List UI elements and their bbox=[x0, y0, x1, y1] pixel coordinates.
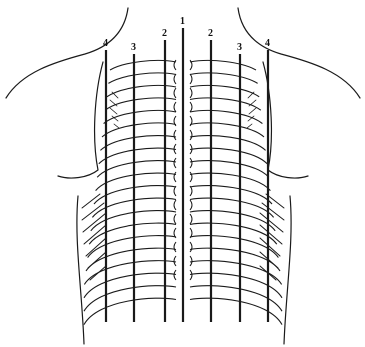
rib bbox=[190, 73, 258, 83]
right-shoulder-blade-outline bbox=[263, 62, 308, 178]
ribs-left bbox=[84, 60, 176, 324]
hatch-mark bbox=[110, 92, 119, 128]
line-labels: 4 3 2 1 2 3 4 bbox=[103, 16, 270, 53]
right-flank-outline bbox=[284, 196, 291, 344]
rib-fan-stroke bbox=[83, 213, 106, 232]
line-label-right-4: 4 bbox=[265, 38, 270, 49]
line-label-left-3: 3 bbox=[131, 42, 136, 53]
rib bbox=[190, 186, 272, 204]
rib-fan-stroke bbox=[86, 238, 106, 256]
rib bbox=[190, 123, 264, 137]
left-shoulder-blade-outline bbox=[58, 62, 103, 178]
hatch-mark bbox=[247, 92, 256, 128]
line-label-right-2: 2 bbox=[208, 28, 213, 39]
rib bbox=[84, 298, 176, 324]
line-label-right-3: 3 bbox=[237, 42, 242, 53]
rib bbox=[110, 60, 176, 70]
left-flank-outline bbox=[77, 196, 84, 344]
rib-fan-stroke bbox=[260, 213, 283, 232]
rib bbox=[190, 98, 261, 110]
line-label-left-4: 4 bbox=[103, 38, 108, 49]
rib bbox=[190, 248, 280, 271]
rib bbox=[86, 248, 176, 271]
rib bbox=[190, 60, 256, 70]
rib bbox=[190, 85, 259, 96]
rib bbox=[84, 261, 176, 285]
left-rib-fan bbox=[82, 194, 106, 280]
rib bbox=[190, 173, 270, 191]
rib bbox=[190, 236, 278, 258]
rib-fan-stroke bbox=[260, 238, 280, 256]
neck-left-outline bbox=[6, 8, 128, 98]
rib bbox=[88, 236, 176, 258]
rib bbox=[190, 110, 262, 123]
line-label-left-2: 2 bbox=[162, 28, 167, 39]
reference-lines bbox=[106, 28, 268, 322]
right-rib-fan bbox=[260, 194, 284, 280]
rib bbox=[190, 211, 275, 231]
neck-right-outline bbox=[238, 8, 360, 98]
line-label-midline-1: 1 bbox=[180, 16, 185, 27]
